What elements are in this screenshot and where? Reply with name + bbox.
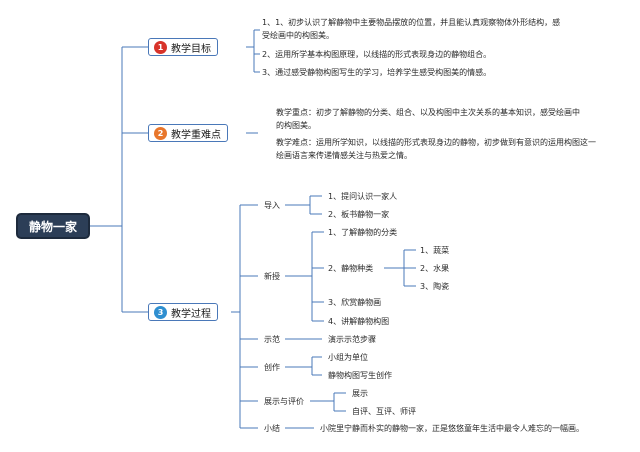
category-ceramics: 3、陶瓷: [420, 282, 450, 291]
objective-item-2: 2、运用所学基本构图原理，以线描的形式表现身边的静物组合。: [262, 50, 492, 59]
new-lesson-item-4: 4、讲解静物构图: [328, 317, 390, 326]
objective-item-1: 1、1、初步认识了解静物中主要物品摆放的位置，并且能认真观察物体外形结构，感受绘…: [262, 18, 561, 40]
demonstration-item-1: 演示示范步骤: [328, 335, 376, 344]
step-display-evaluation: 展示与评价: [264, 397, 304, 406]
introduction-item-1: 1、提问认识一家人: [328, 192, 398, 201]
branch-teaching-objectives[interactable]: 1 教学目标: [148, 38, 218, 56]
number-badge: 1: [154, 40, 167, 54]
creation-item-2: 静物构图写生创作: [328, 371, 392, 380]
creation-item-1: 小组为单位: [328, 353, 368, 362]
step-introduction: 导入: [264, 201, 280, 210]
branch-teaching-process[interactable]: 3 教学过程: [148, 303, 218, 321]
objective-item-3: 3、通过感受静物构图写生的学习，培养学生感受构图美的情感。: [262, 68, 492, 77]
number-badge: 2: [154, 126, 167, 140]
root-node[interactable]: 静物一家: [16, 213, 90, 239]
introduction-item-2: 2、板书静物一家: [328, 210, 390, 219]
step-demonstration: 示范: [264, 335, 280, 344]
number-badge: 3: [154, 305, 167, 319]
key-point-text: 教学重点：初步了解静物的分类、组合、以及构图中主次关系的基本知识，感受绘画中的构…: [276, 108, 580, 130]
branch-label: 教学重难点: [171, 129, 221, 141]
category-fruits: 2、水果: [420, 264, 450, 273]
new-lesson-item-1: 1、了解静物的分类: [328, 228, 398, 237]
summary-item-1: 小院里宁静而朴实的静物一家，正是悠悠童年生活中最令人难忘的一幅画。: [320, 424, 584, 433]
difficult-point-text: 教学难点：运用所学知识，以线描的形式表现身边的静物，初步做到有意识的运用构图这一…: [276, 138, 596, 160]
step-summary: 小结: [264, 424, 280, 433]
new-lesson-item-3: 3、欣赏静物画: [328, 298, 382, 307]
display-item-2: 自评、互评、师评: [352, 407, 416, 416]
category-vegetables: 1、蔬菜: [420, 246, 450, 255]
new-lesson-item-2: 2、静物种类: [328, 264, 374, 273]
root-label: 静物一家: [28, 219, 77, 234]
branch-label: 教学过程: [171, 308, 211, 320]
branch-label: 教学目标: [171, 43, 211, 55]
branch-key-difficult-points[interactable]: 2 教学重难点: [148, 124, 228, 142]
display-item-1: 展示: [352, 389, 368, 398]
step-new-lesson: 新授: [264, 272, 280, 281]
step-creation: 创作: [264, 363, 280, 372]
